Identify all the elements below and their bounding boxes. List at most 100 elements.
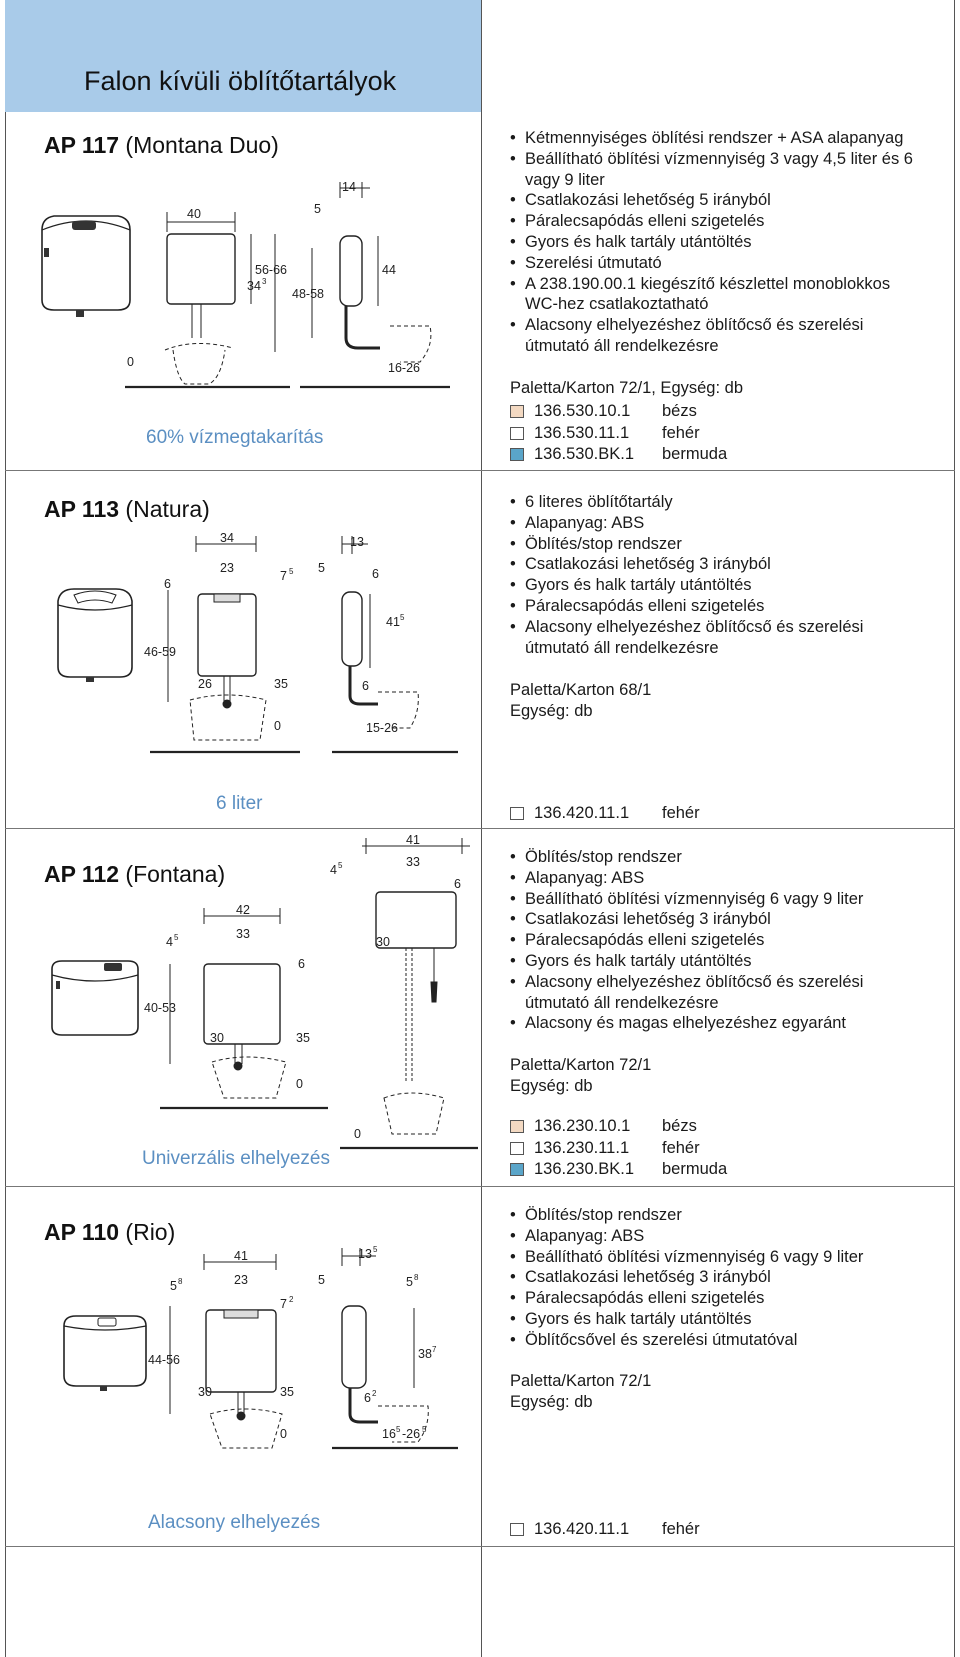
- dim-high-zero: 0: [354, 1127, 361, 1141]
- dim-side-depth-a: 16: [382, 1427, 396, 1441]
- section-divider: [5, 1546, 955, 1547]
- ap117-front-drawing: 40 56-66 34 3 0: [125, 207, 290, 389]
- variant-code: 136.230.11.1: [534, 1138, 630, 1157]
- variant-code: 136.230.BK.1: [534, 1160, 634, 1179]
- packaging-info: Paletta/Karton 72/1 Egység: db: [510, 1371, 651, 1413]
- feature-item: Alacsony elhelyezéshez öblítőcső és szer…: [510, 972, 920, 1014]
- dim-top-base: 7: [280, 1297, 287, 1311]
- variant-row: 136.530.11.1 fehér: [510, 423, 727, 445]
- dim-high-left-base: 4: [330, 863, 337, 877]
- product-title: AP 110 (Rio): [44, 1219, 175, 1246]
- dim-left: 6: [164, 577, 171, 591]
- dim-high-width-inner: 33: [406, 855, 420, 869]
- color-swatch: [510, 405, 524, 419]
- product-caption: 6 liter: [216, 793, 263, 814]
- variant-row: 136.530.BK.1 bermuda: [510, 444, 727, 466]
- feature-item: Beállítható öblítési vízmennyiség 3 vagy…: [510, 149, 920, 191]
- product-code: AP 110: [44, 1219, 120, 1245]
- feature-list: 6 literes öblítőtartály Alapanyag: ABS Ö…: [510, 492, 920, 658]
- feature-list: Kétmennyiséges öblítési rendszer + ASA a…: [510, 128, 920, 357]
- variant-row: 136.420.11.1 fehér: [510, 803, 700, 825]
- ap117-photo: [41, 215, 131, 317]
- variant-code: 136.420.11.1: [534, 804, 630, 823]
- feature-item: Páralecsapódás elleni szigetelés: [510, 596, 920, 617]
- feature-item: Alacsony elhelyezéshez öblítőcső és szer…: [510, 617, 920, 659]
- feature-item: Alacsony és magas elhelyezéshez egyaránt: [510, 1013, 920, 1034]
- product-name: (Fontana): [125, 861, 226, 887]
- packaging-info: Paletta/Karton 72/1, Egység: db: [510, 378, 743, 399]
- feature-item: Csatlakozási lehetőség 5 irányból: [510, 190, 920, 211]
- packaging-line: Egység: db: [510, 701, 593, 720]
- dim-zero: 0: [296, 1077, 303, 1091]
- dim-side-gap: 5: [314, 202, 321, 216]
- variant-row: 136.530.10.1 bézs: [510, 401, 727, 423]
- dim-side-height-super: 7: [432, 1345, 437, 1354]
- variant-list: 136.530.10.1 bézs 136.530.11.1 fehér 136…: [510, 401, 727, 466]
- product-title: AP 112 (Fontana): [44, 861, 225, 888]
- color-swatch: [510, 1163, 524, 1177]
- dim-side-depth-b: 5: [396, 1425, 401, 1434]
- dim-side-depth-d: 5: [422, 1425, 427, 1434]
- color-swatch: [510, 1120, 524, 1134]
- feature-item: A 238.190.00.1 kiegészítő készlettel mon…: [510, 274, 920, 316]
- packaging-line: Paletta/Karton 68/1: [510, 681, 652, 699]
- dim-top-base: 7: [280, 569, 287, 583]
- product-caption: 60% vízmegtakarítás: [146, 427, 324, 448]
- section-divider: [5, 470, 955, 471]
- dim-side-gap: 5: [318, 561, 325, 575]
- dim-side-top-base: 5: [406, 1275, 413, 1289]
- dim-height: 46-59: [144, 645, 176, 659]
- dim-width-outer: 34: [220, 531, 234, 545]
- ap112-front-drawing: 42 33 4 5 6 40-53 30 35 0: [144, 903, 328, 1110]
- feature-item: Öblítés/stop rendszer: [510, 1205, 920, 1226]
- packaging-info: Paletta/Karton 68/1 Egység: db: [510, 680, 651, 722]
- ap117-side-drawing: 14 5 44 48-58 16-26: [292, 180, 450, 389]
- variant-code: 136.530.10.1: [534, 402, 631, 421]
- variant-color: fehér: [662, 1520, 700, 1539]
- section-divider: [5, 828, 955, 829]
- feature-item: Páralecsapódás elleni szigetelés: [510, 1288, 920, 1309]
- dim-high-left-super: 5: [338, 861, 343, 870]
- variant-list: 136.420.11.1 fehér: [510, 803, 700, 825]
- dim-side-width-base: 13: [358, 1247, 372, 1261]
- dim-side-width: 14: [342, 180, 356, 194]
- variant-row: 136.230.10.1 bézs: [510, 1116, 727, 1138]
- dim-side-height-super: 5: [400, 613, 405, 622]
- feature-item: Csatlakozási lehetőség 3 irányból: [510, 554, 920, 575]
- dim-right: 35: [274, 677, 288, 691]
- feature-item: Öblítőcsővel és szerelési útmutatóval: [510, 1330, 920, 1351]
- variant-code: 136.530.11.1: [534, 423, 630, 442]
- dim-height-super: 3: [262, 277, 267, 286]
- dim-side-height-base: 41: [386, 615, 400, 629]
- dim-width-inner: 23: [234, 1273, 248, 1287]
- dim-side-height-base: 38: [418, 1347, 432, 1361]
- variant-code: 136.530.BK.1: [534, 445, 634, 464]
- feature-item: Gyors és halk tartály utántöltés: [510, 575, 920, 596]
- section-divider: [5, 1186, 955, 1187]
- feature-item: Csatlakozási lehetőség 3 irányból: [510, 909, 920, 930]
- product-title: AP 113 (Natura): [44, 496, 210, 523]
- dim-left-super: 5: [174, 933, 179, 942]
- product-code: AP 117: [44, 132, 120, 158]
- feature-list: Öblítés/stop rendszer Alapanyag: ABS Beá…: [510, 847, 920, 1034]
- ap113-side-drawing: 13 5 6 41 5 6 15-26: [318, 535, 458, 754]
- product-caption: Alacsony elhelyezés: [148, 1512, 321, 1533]
- feature-item: Beállítható öblítési vízmennyiség 6 vagy…: [510, 889, 920, 910]
- variant-color: bézs: [662, 402, 697, 421]
- variant-color: fehér: [662, 804, 700, 823]
- feature-item: Kétmennyiséges öblítési rendszer + ASA a…: [510, 128, 920, 149]
- dim-width-outer: 41: [234, 1249, 248, 1263]
- header-band: [5, 0, 481, 112]
- dim-width-outer: 42: [236, 903, 250, 917]
- feature-item: Gyors és halk tartály utántöltés: [510, 951, 920, 972]
- dim-zero: 0: [127, 355, 134, 369]
- color-swatch: [510, 1141, 524, 1155]
- dim-high-pipe: 30: [376, 935, 390, 949]
- variant-color: bermuda: [662, 1160, 728, 1179]
- feature-item: Alacsony elhelyezéshez öblítőcső és szer…: [510, 315, 920, 357]
- feature-item: 6 literes öblítőtartály: [510, 492, 920, 513]
- variant-color: bermuda: [662, 445, 728, 464]
- dim-side-height2: 48-58: [292, 287, 324, 301]
- feature-list: Öblítés/stop rendszer Alapanyag: ABS Beá…: [510, 1205, 920, 1351]
- dim-zero: 0: [280, 1427, 287, 1441]
